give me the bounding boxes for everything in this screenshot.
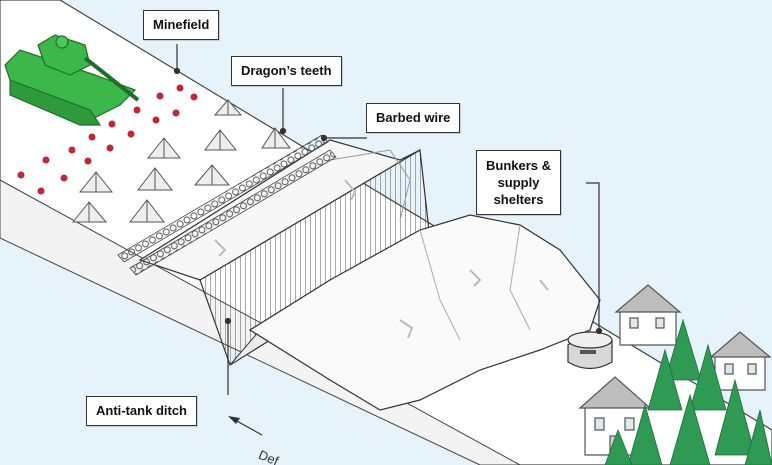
tree-icon — [744, 409, 772, 465]
dragons-tooth-icon — [78, 171, 114, 193]
dragons-tooth-icon — [204, 129, 238, 151]
tree-icon — [669, 393, 711, 465]
mine-icon — [126, 129, 136, 139]
mine-icon — [175, 83, 185, 93]
bunkers-label-line-2: supply — [497, 175, 540, 190]
dragons-tooth-icon — [261, 127, 291, 149]
dragons-teeth-field — [71, 99, 291, 223]
tree-icon — [627, 403, 663, 465]
house-icon — [709, 331, 772, 391]
forest — [604, 318, 772, 465]
minefield-label: Minefield — [143, 10, 220, 40]
mine-icon — [107, 119, 117, 129]
leader-lines — [173, 44, 603, 395]
bunkers-label: Bunkers & supply shelters — [476, 150, 562, 215]
mine-icon — [41, 155, 51, 165]
mine-icon — [59, 173, 69, 183]
house-icon — [614, 284, 682, 346]
tree-icon — [714, 378, 756, 456]
mine-icon — [105, 143, 115, 153]
mine-icon — [132, 105, 142, 115]
minefield-area — [16, 83, 199, 196]
barbed-wire-label: Barbed wire — [366, 103, 461, 133]
bunker-icon — [567, 331, 613, 370]
bunkers-label-line-3: shelters — [493, 192, 544, 207]
mine-icon — [67, 145, 77, 155]
barbed-wire-icon — [117, 134, 337, 276]
tree-icon — [604, 428, 633, 465]
dragons-tooth-icon — [128, 199, 166, 223]
mountain-ridge — [214, 149, 601, 411]
bunkers-label-line-1: Bunkers & — [486, 158, 552, 173]
anti-tank-ditch-label: Anti-tank ditch — [86, 396, 197, 426]
mine-icon — [155, 91, 165, 101]
dragons-tooth-icon — [193, 164, 231, 186]
mine-icon — [36, 186, 46, 196]
mine-icon — [16, 170, 26, 180]
dragons-teeth-label: Dragon’s teeth — [231, 56, 342, 86]
bunkers-leader — [586, 182, 600, 330]
mine-icon — [151, 115, 161, 125]
tank-icon — [4, 34, 140, 126]
tree-icon — [689, 343, 727, 411]
tree-icon — [664, 318, 702, 381]
tree-icon — [647, 348, 683, 411]
mine-icon — [83, 156, 93, 166]
mine-icon — [189, 92, 199, 102]
dragons-tooth-icon — [71, 201, 108, 223]
mine-icon — [171, 108, 181, 118]
mine-icon — [87, 132, 97, 142]
arrow-icon — [228, 416, 263, 436]
dragons-tooth-icon — [213, 99, 243, 116]
dragons-tooth-icon — [136, 167, 174, 191]
dragons-tooth-icon — [146, 137, 182, 159]
